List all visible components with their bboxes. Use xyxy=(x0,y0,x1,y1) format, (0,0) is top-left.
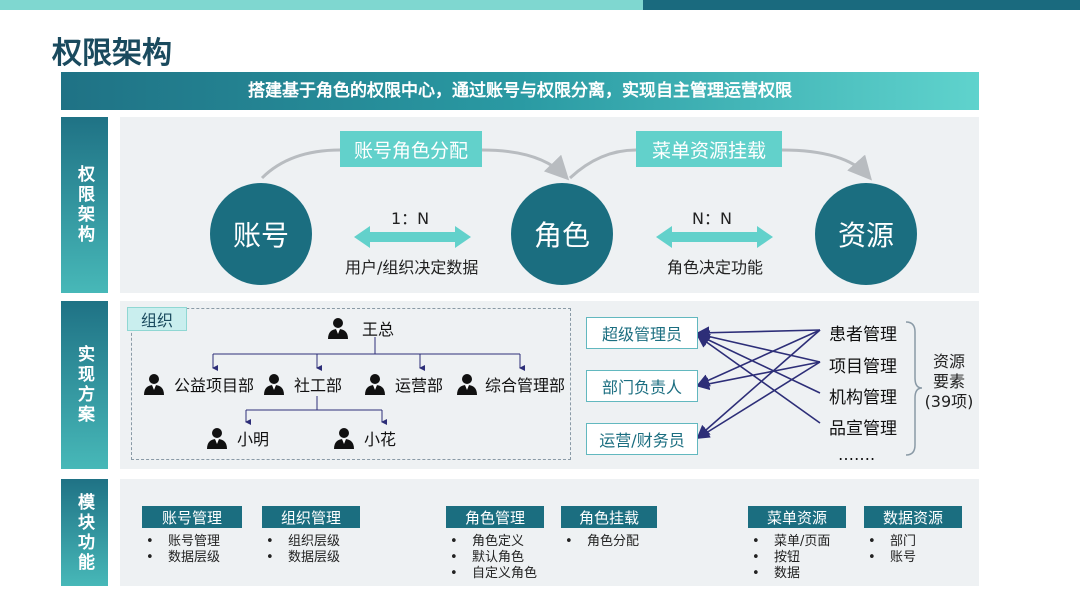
resource-item: 品宣管理 xyxy=(829,419,897,439)
ratio-account-role: 1：N xyxy=(391,209,430,228)
org-dept-2: 社工部 xyxy=(263,372,342,396)
person-icon xyxy=(264,374,284,395)
resource-item: 机构管理 xyxy=(829,388,897,408)
org-dept-name: 公益项目部 xyxy=(174,376,255,395)
module-item: 自定义角色 xyxy=(446,566,544,582)
module-menu-resource: 菜单资源 菜单/页面 按钮 数据 xyxy=(748,506,846,582)
org-member-name: 小花 xyxy=(364,430,397,449)
module-item: 组织层级 xyxy=(262,534,360,550)
curve-account-role xyxy=(260,148,341,180)
double-arrow-2 xyxy=(656,226,773,248)
org-dept-4: 综合管理部 xyxy=(456,372,565,396)
module-title: 数据资源 xyxy=(864,506,962,528)
row-label-solution: 实现方案 xyxy=(61,301,108,469)
ratio-role-resource: N：N xyxy=(692,209,732,228)
module-item: 数据 xyxy=(748,566,846,582)
org-person-root: 王总 xyxy=(327,316,394,340)
org-dept-3: 运营部 xyxy=(364,372,443,396)
curve-account-role-arrow xyxy=(481,148,570,181)
role-super-admin: 超级管理员 xyxy=(586,317,698,349)
module-item: 菜单/页面 xyxy=(748,534,846,550)
module-role-mount: 角色挂载 角色分配 xyxy=(561,506,657,550)
label-account-role-assign: 账号角色分配 xyxy=(340,131,482,167)
org-dept-1: 公益项目部 xyxy=(143,372,254,396)
module-org-mgmt: 组织管理 组织层级 数据层级 xyxy=(262,506,360,566)
resource-more: ……. xyxy=(838,445,876,464)
module-item: 角色定义 xyxy=(446,534,544,550)
org-member-1: 小明 xyxy=(206,426,269,450)
resource-summary: 资源 要素 (39项) xyxy=(924,352,974,412)
caption-role-function: 角色决定功能 xyxy=(667,258,764,277)
person-icon xyxy=(334,428,354,449)
module-item: 按钮 xyxy=(748,550,846,566)
resource-brace xyxy=(905,321,923,456)
resource-item: 项目管理 xyxy=(829,357,897,377)
row-label-architecture: 权限架构 xyxy=(61,117,108,293)
summary-banner: 搭建基于角色的权限中心，通过账号与权限分离，实现自主管理运营权限 xyxy=(61,72,979,110)
module-item: 数据层级 xyxy=(142,550,242,566)
person-icon xyxy=(207,428,227,449)
label-menu-resource-mount: 菜单资源挂载 xyxy=(636,131,782,167)
org-chart-frame xyxy=(131,308,571,460)
curve-role-resource-arrow xyxy=(781,148,872,181)
row-label-modules: 模块功能 xyxy=(61,479,108,586)
caption-user-org-data: 用户/组织决定数据 xyxy=(345,258,479,277)
org-tag: 组织 xyxy=(127,307,187,331)
module-title: 菜单资源 xyxy=(748,506,846,528)
person-icon xyxy=(144,374,164,395)
node-role: 角色 xyxy=(511,183,613,285)
module-data-resource: 数据资源 部门 账号 xyxy=(864,506,962,566)
double-arrow-1 xyxy=(354,226,471,248)
node-account: 账号 xyxy=(210,183,312,285)
module-title: 组织管理 xyxy=(262,506,360,528)
module-account-mgmt: 账号管理 账号管理 数据层级 xyxy=(142,506,242,566)
role-ops-finance: 运营/财务员 xyxy=(586,423,698,455)
module-item: 部门 xyxy=(864,534,962,550)
org-dept-name: 综合管理部 xyxy=(485,376,566,395)
module-title: 角色挂载 xyxy=(561,506,657,528)
org-root-name: 王总 xyxy=(362,320,395,339)
org-dept-name: 运营部 xyxy=(395,376,444,395)
person-icon xyxy=(365,374,385,395)
module-title: 账号管理 xyxy=(142,506,242,528)
resource-summary-line: (39项) xyxy=(924,392,974,411)
person-icon xyxy=(328,318,348,339)
module-item: 数据层级 xyxy=(262,550,360,566)
solution-panel xyxy=(120,301,979,469)
org-member-name: 小明 xyxy=(237,430,270,449)
top-accent-bar-light xyxy=(0,0,643,10)
resource-summary-line: 要素 xyxy=(932,372,965,391)
module-item: 账号管理 xyxy=(142,534,242,550)
role-dept-head: 部门负责人 xyxy=(586,370,698,402)
top-accent-bar-dark xyxy=(643,0,1080,10)
curve-role-resource xyxy=(568,148,637,180)
node-resource: 资源 xyxy=(815,183,917,285)
org-dept-name: 社工部 xyxy=(294,376,343,395)
module-item: 账号 xyxy=(864,550,962,566)
resource-item: 患者管理 xyxy=(829,325,897,345)
module-item: 默认角色 xyxy=(446,550,544,566)
org-member-2: 小花 xyxy=(333,426,396,450)
module-role-mgmt: 角色管理 角色定义 默认角色 自定义角色 xyxy=(446,506,544,582)
module-title: 角色管理 xyxy=(446,506,544,528)
person-icon xyxy=(457,374,477,395)
page-title: 权限架构 xyxy=(52,36,172,71)
module-item: 角色分配 xyxy=(561,534,657,550)
resource-summary-line: 资源 xyxy=(932,352,965,371)
